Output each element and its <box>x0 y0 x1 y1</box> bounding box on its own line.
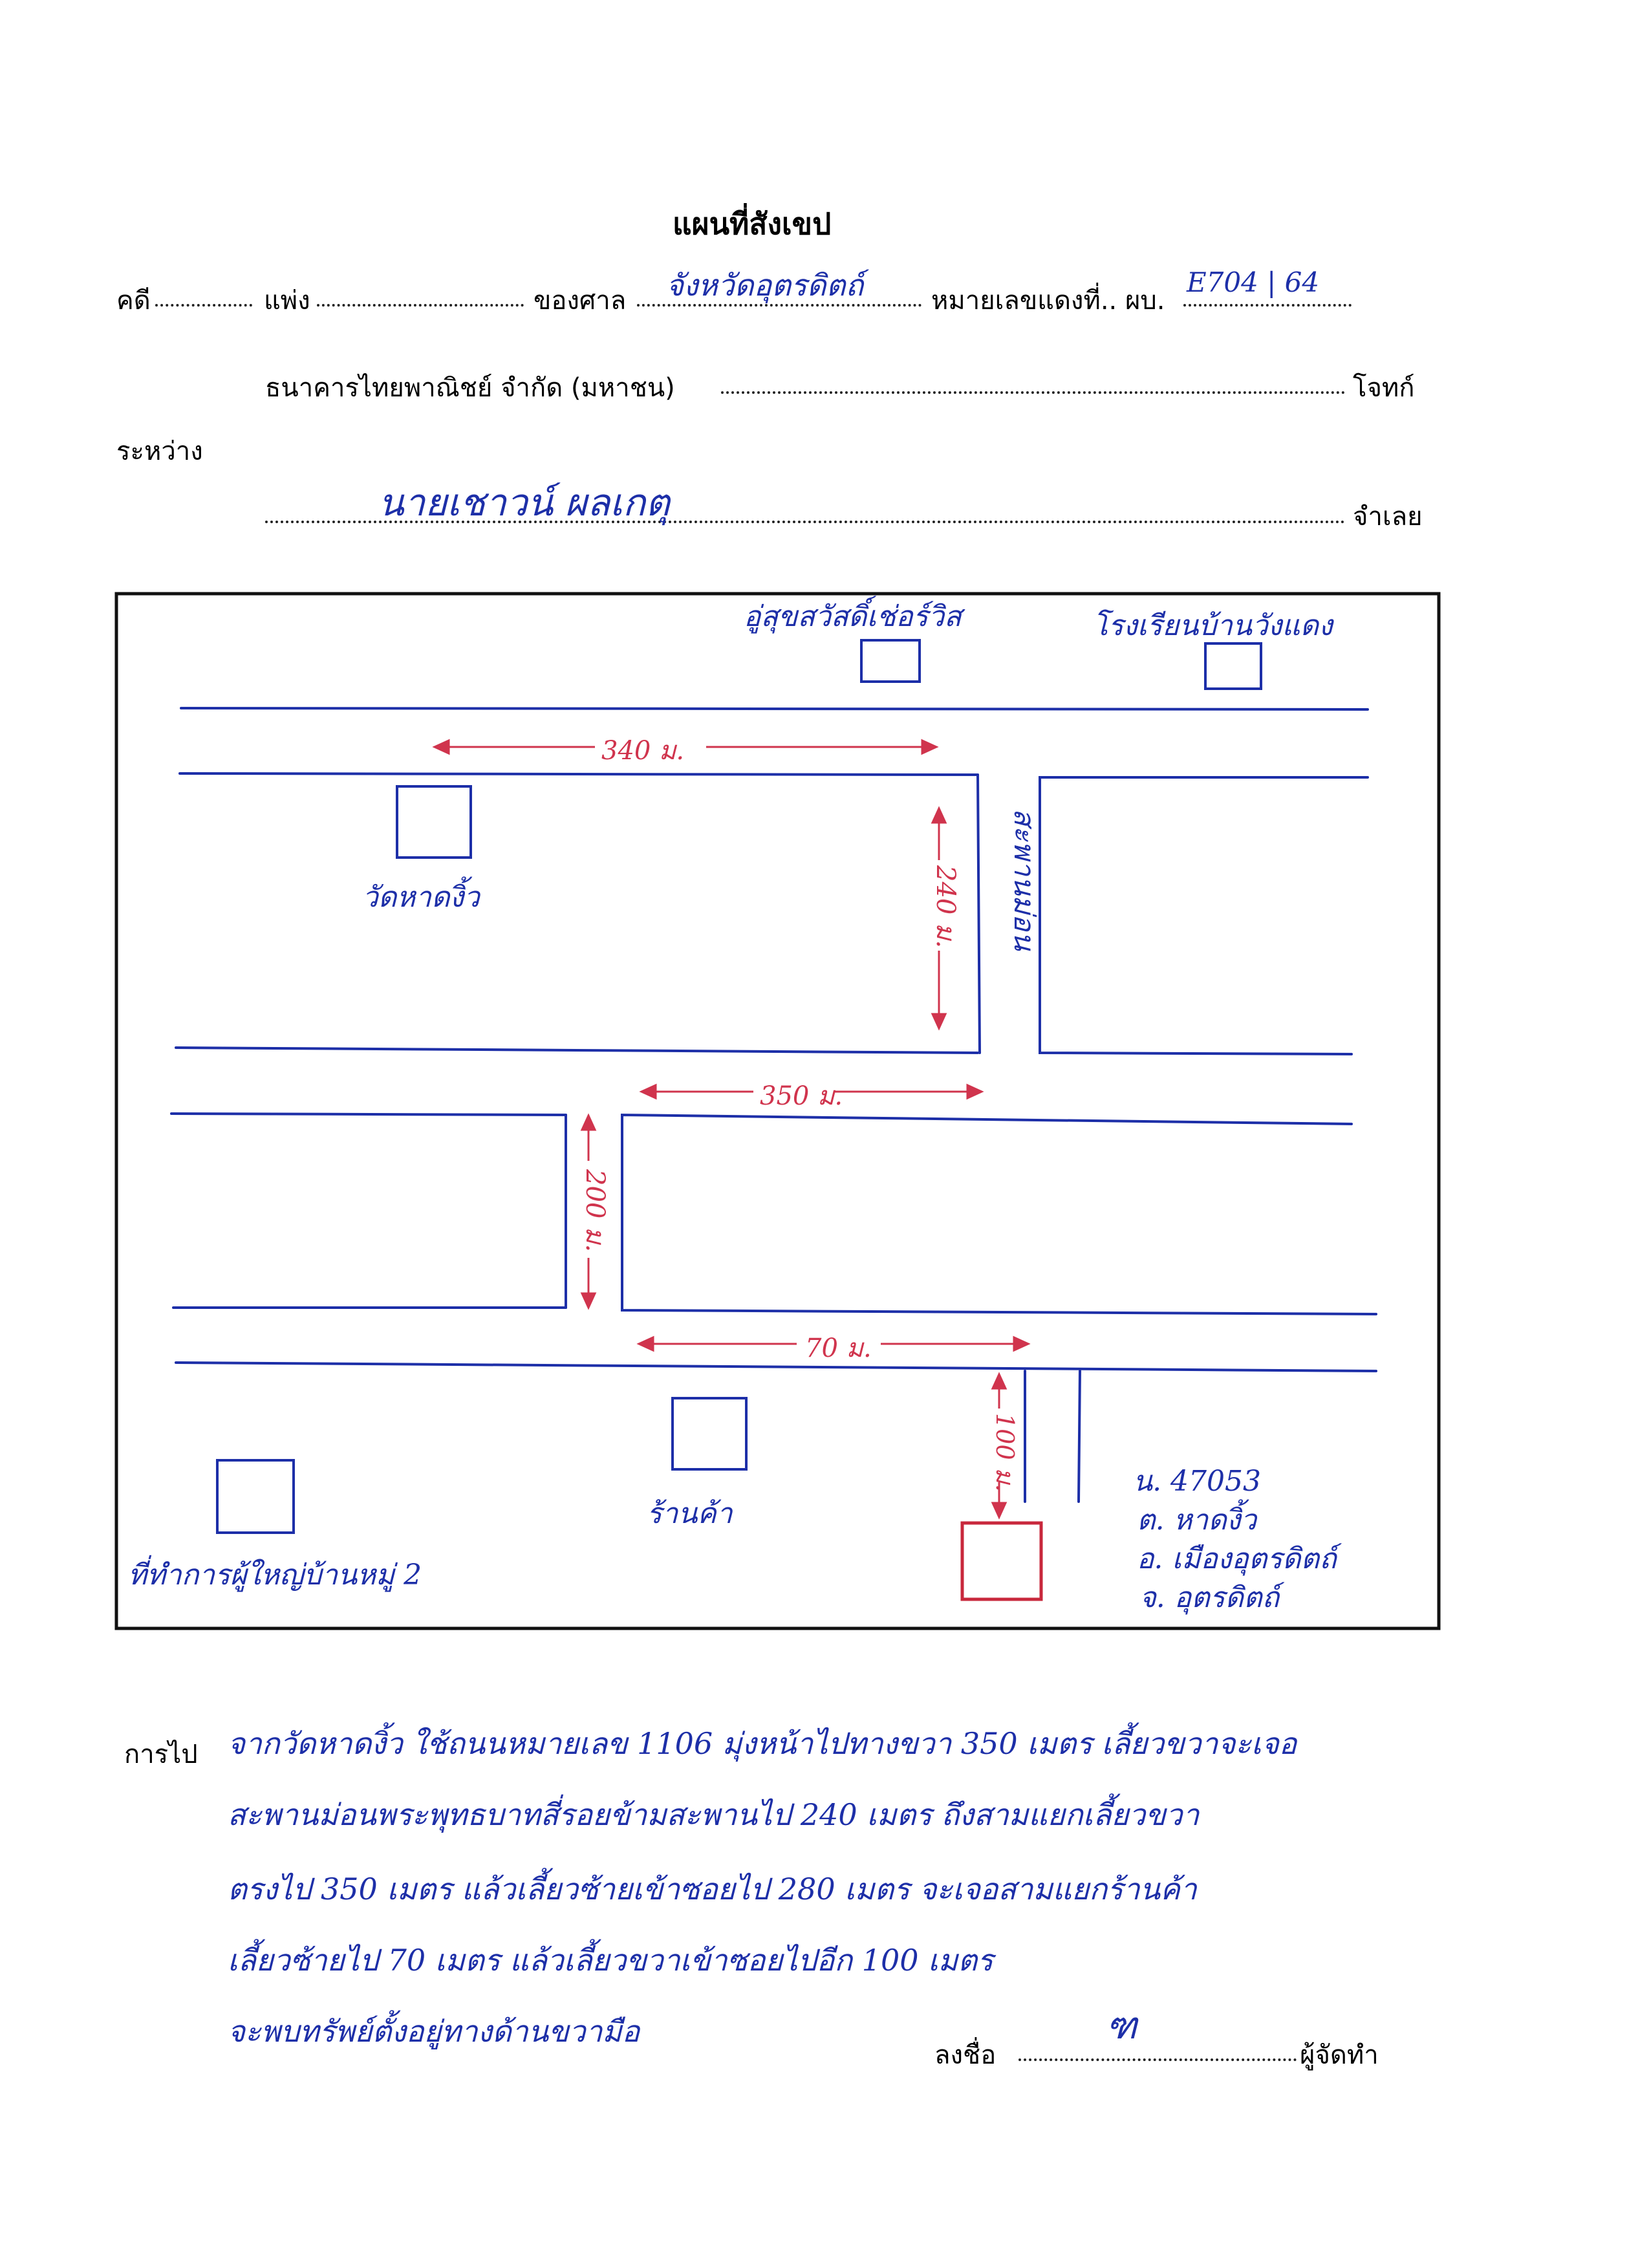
distance-final-label: 100 ม. <box>991 1413 1019 1492</box>
red-number-value: E704 | 64 <box>1187 266 1320 298</box>
directions-label: การไป <box>124 1740 198 1769</box>
address-subdistrict: ต. หาดงิ้ว <box>1137 1504 1257 1537</box>
distance-bottom-label: 70 ม. <box>805 1334 872 1363</box>
temple-box <box>396 785 472 859</box>
signature-mark: ฑ <box>1106 2003 1137 2047</box>
temple-label: วัดหาดงิ้ว <box>362 881 480 914</box>
distance-left-label: 200 ม. <box>580 1169 610 1253</box>
court-value: จังหวัดอุตรดิตถ์ <box>666 268 864 303</box>
signature-label: ลงชื่อ <box>934 2040 997 2070</box>
distance-bridge-label: 240 ม. <box>931 865 960 949</box>
lane-final-right <box>1077 1370 1081 1503</box>
address-district: อ. เมืองอุตรดิตถ์ <box>1137 1542 1337 1575</box>
road-a-bottom <box>175 1046 979 1054</box>
health-center-box <box>860 639 921 683</box>
plaintiff-name: ธนาคารไทยพาณิชย์ จำกัด (มหาชน) <box>265 373 675 403</box>
plaintiff-dots <box>721 391 1345 394</box>
target-property-box <box>960 1521 1043 1601</box>
defendant-label: จำเลย <box>1353 502 1423 532</box>
red-number-label: หมายเลขแดงที่.. ผบ. <box>931 286 1165 316</box>
school-label: โรงเรียนบ้านวังแดง <box>1093 609 1333 642</box>
court-label: ของศาล <box>534 286 627 316</box>
road-c-top <box>175 1361 1377 1372</box>
headman-office-box <box>216 1459 295 1534</box>
signature-role: ผู้จัดทำ <box>1300 2040 1379 2070</box>
civil-label: แพ่ง <box>264 286 310 316</box>
directions-line-3: ตรงไป 350 เมตร แล้วเลี้ยวซ้ายเข้าซอยไป 2… <box>228 1872 1197 1906</box>
defendant-name: นายเชาวน์ ผลเกตุ <box>378 481 670 524</box>
directions-line-1: จากวัดหาดงิ้ว ใช้ถนนหมายเลข 1106 มุ่งหน้… <box>228 1726 1297 1761</box>
between-label: ระหว่าง <box>116 437 203 466</box>
store-box <box>671 1397 748 1471</box>
directions-line-5: จะพบทรัพย์ตั้งอยู่ทางด้านขวามือ <box>228 2014 640 2049</box>
defendant-dots <box>265 521 1345 523</box>
bridge-label: สะพานม่อน <box>1008 808 1040 951</box>
block-right-upper <box>1039 776 1369 1055</box>
case-dots <box>155 304 252 307</box>
distance-middle-label: 350 ม. <box>760 1081 843 1111</box>
block-middle <box>621 1113 1377 1315</box>
distance-top-label: 340 ม. <box>601 736 685 766</box>
court-dots <box>637 304 921 307</box>
road-top-edge <box>180 707 1369 711</box>
red-number-dots <box>1183 304 1352 307</box>
store-label: ร้านค้า <box>647 1497 733 1530</box>
school-box <box>1204 642 1262 690</box>
headman-office-label: ที่ทำการผู้ใหญ่บ้านหมู่ 2 <box>128 1559 422 1592</box>
signature-dots <box>1018 2058 1297 2061</box>
road-a-top <box>178 772 979 776</box>
bridge-left-edge <box>976 773 981 1054</box>
health-center-label: อู่สุขสวัสดิ์เช่อร์วิส <box>744 600 962 633</box>
address-deed: น. 47053 <box>1133 1465 1262 1498</box>
plaintiff-label: โจทก์ <box>1353 373 1415 403</box>
civil-dots <box>317 304 524 307</box>
directions-line-2: สะพานม่อนพระพุทธบาทสี่รอยข้ามสะพานไป 240… <box>228 1797 1200 1832</box>
page-title: แผนที่สังเขป <box>673 206 832 241</box>
directions-line-4: เลี้ยวซ้ายไป 70 เมตร แล้วเลี้ยวขวาเข้าซอ… <box>228 1943 993 1978</box>
road-b-top <box>170 1112 567 1116</box>
case-label: คดี <box>116 286 151 316</box>
address-province: จ. อุตรดิตถ์ <box>1139 1581 1280 1614</box>
map-frame <box>114 592 1441 1630</box>
